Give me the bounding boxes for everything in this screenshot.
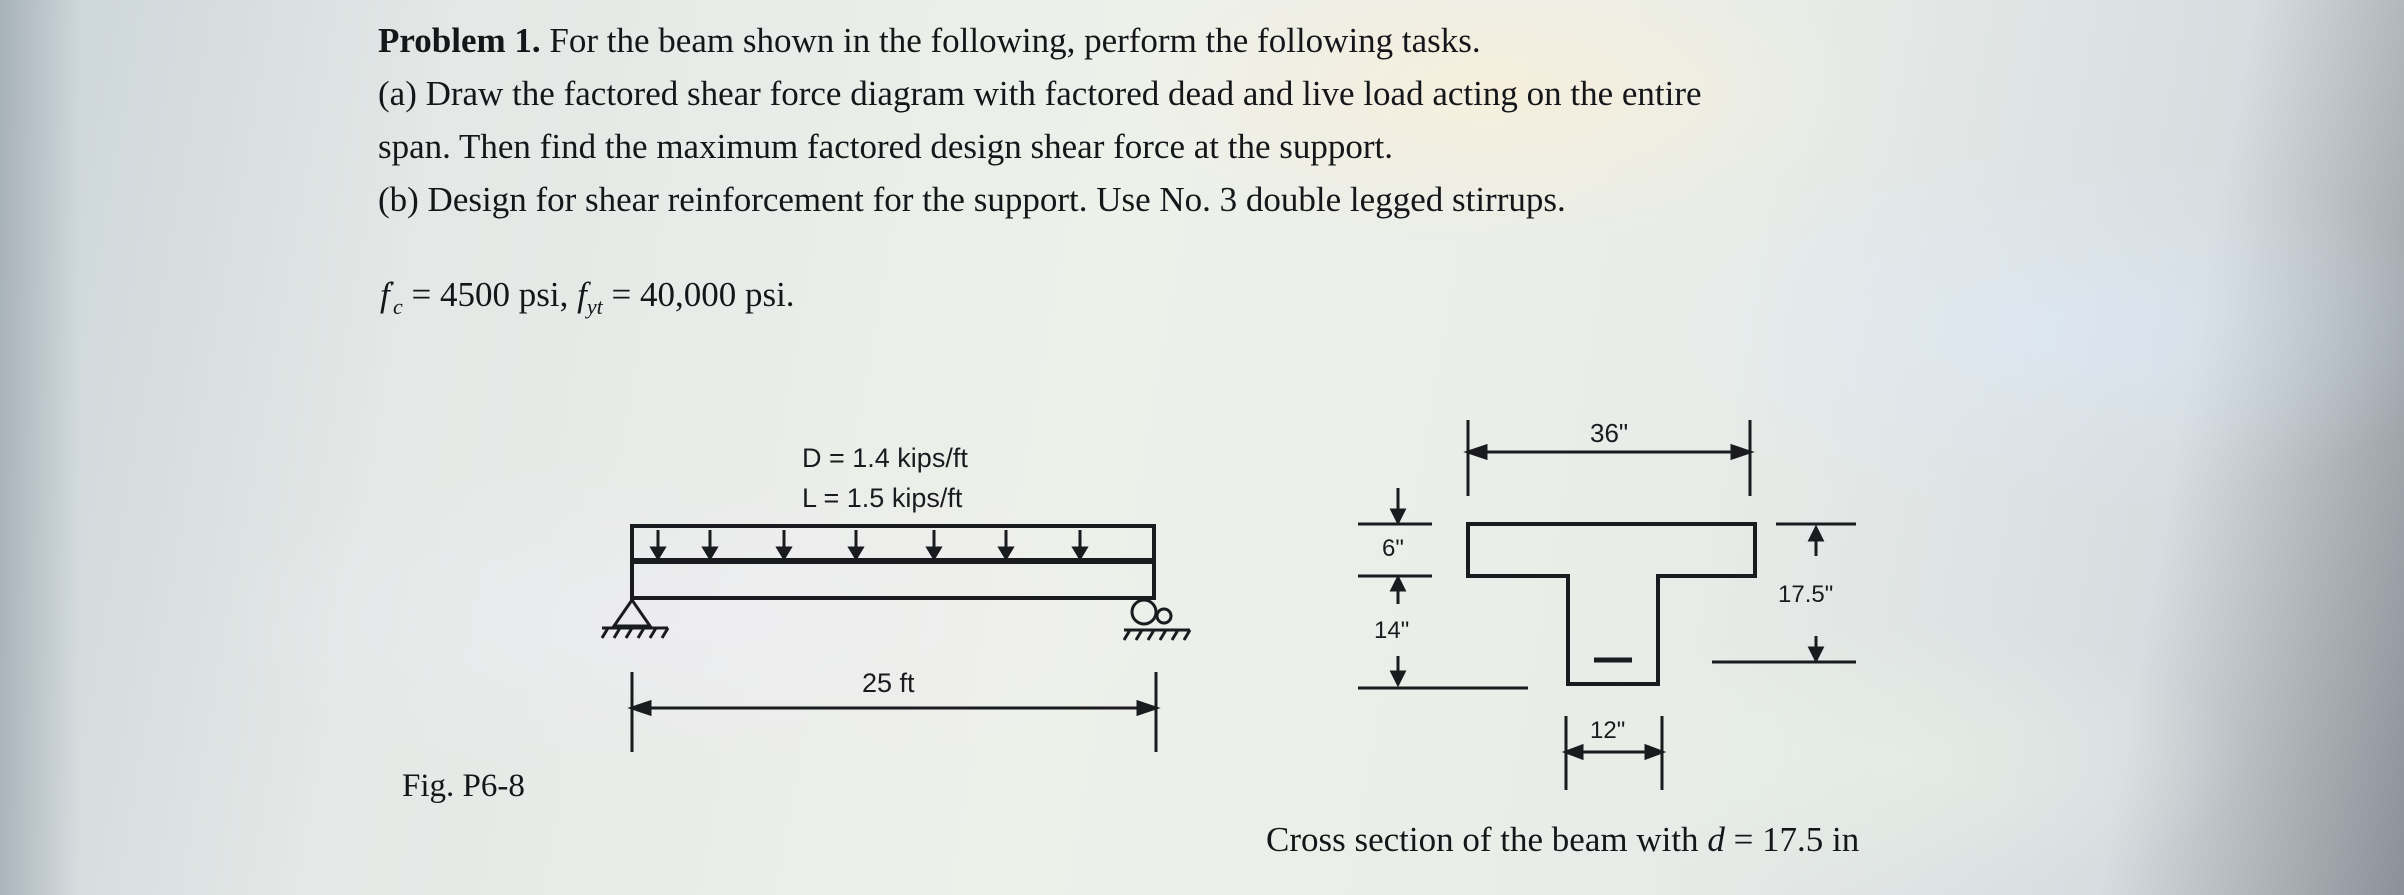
problem-heading: Problem 1. <box>378 21 541 60</box>
effective-depth-label: 17.5" <box>1778 581 1833 608</box>
pin-support <box>600 597 670 639</box>
load-arrows <box>649 530 1089 561</box>
web-width-label: 12" <box>1590 717 1625 744</box>
material-properties: f'c = 4500 psi, fyt = 40,000 psi. <box>380 275 795 320</box>
caption-variable: d <box>1707 820 1725 859</box>
flange-width-label: 36" <box>1590 418 1628 448</box>
t-section: 36" 6" 14" 17.5" <box>1358 418 1856 790</box>
flange-width-dimension <box>1463 420 1755 496</box>
span-label: 25 ft <box>862 668 915 698</box>
web-width-dimension <box>1561 716 1667 790</box>
beam-member <box>630 560 1156 600</box>
fc-prime: ' <box>389 277 393 298</box>
fc-subscript: c <box>392 294 403 319</box>
problem-intro: For the beam shown in the following, per… <box>540 21 1481 60</box>
fyt-subscript: yt <box>586 294 603 319</box>
section-caption: Cross section of the beam with d = 17.5 … <box>1266 820 1859 860</box>
effective-depth-dimension <box>1712 522 1856 664</box>
part-b-line: (b) Design for shear reinforcement for t… <box>378 180 1566 219</box>
roller-support <box>1122 598 1192 641</box>
flange-thickness-label: 6" <box>1382 535 1404 562</box>
problem-title-line: Problem 1. For the beam shown in the fol… <box>378 14 2078 67</box>
part-a-line-2: span. Then find the maximum factored des… <box>378 127 1394 166</box>
caption-suffix: = 17.5 in <box>1724 820 1860 859</box>
fc-value: = 4500 psi, <box>402 275 578 314</box>
live-load-label: L = 1.5 kips/ft <box>802 483 963 513</box>
fyt-symbol: f <box>577 275 587 314</box>
problem-statement: Problem 1. For the beam shown in the fol… <box>378 14 2078 226</box>
fc-symbol: f <box>380 275 390 314</box>
part-a-line-1: (a) Draw the factored shear force diagra… <box>378 74 1702 113</box>
beam-elevation: D = 1.4 kips/ft L = 1.5 kips/ft <box>600 443 1192 752</box>
t-section-outline <box>1466 522 1757 686</box>
dead-load-label: D = 1.4 kips/ft <box>802 443 968 473</box>
fyt-value: = 40,000 psi. <box>602 275 795 314</box>
caption-prefix: Cross section of the beam with <box>1266 820 1708 859</box>
web-height-label: 14" <box>1374 617 1409 644</box>
span-dimension <box>627 672 1161 752</box>
figure-label: Fig. P6-8 <box>402 768 525 804</box>
left-depth-dimensions <box>1358 488 1528 690</box>
